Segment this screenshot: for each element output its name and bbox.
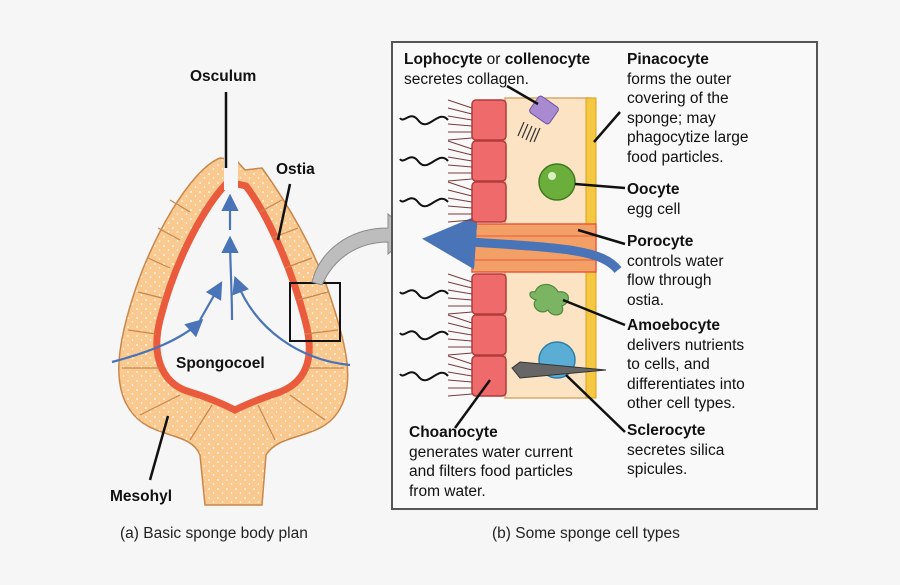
body-segments [122, 199, 344, 441]
mesohyl-label: Mesohyl [110, 488, 173, 505]
spongocoel-label: Spongocoel [176, 355, 265, 372]
pinacocyte-layer-upper [585, 97, 597, 227]
choanocyte-desc-2: and filters food particles [409, 463, 573, 480]
lophocyte-desc: secretes collagen. [404, 70, 529, 88]
pinacocyte-label: Pinacocyte forms the outer covering of t… [627, 50, 749, 167]
porocyte-name: Porocyte [627, 233, 694, 250]
sclerocyte-label: Sclerocyte secretes silica spicules. [627, 421, 724, 480]
pinacocyte-desc-2: covering of the [627, 90, 729, 107]
ostia-label: Ostia [276, 161, 315, 178]
choanocyte-desc-1: generates water current [409, 443, 573, 461]
caption-b: (b) Some sponge cell types [492, 525, 680, 542]
cell-types-panel [391, 41, 818, 510]
pinacocyte-desc-4: phagocytize large [627, 129, 749, 146]
choanocyte-desc-3: from water. [409, 482, 486, 500]
amoebocyte-desc-3: differentiates into [627, 375, 745, 393]
amoebocyte-desc-4: other cell types. [627, 395, 736, 412]
amoebocyte-desc-2: to cells, and [627, 356, 710, 373]
pinacocyte-desc-5: food particles. [627, 148, 724, 166]
sponge-body-plan [111, 92, 413, 506]
lophocyte-name: Lophocyte [404, 51, 483, 68]
oocyte-cell [538, 163, 576, 201]
amoebocyte-label: Amoebocyte delivers nutrients to cells, … [627, 316, 745, 414]
oocyte-desc: egg cell [627, 200, 681, 218]
amoebocyte-desc-1: delivers nutrients [627, 336, 745, 354]
osculum-label: Osculum [190, 68, 257, 85]
pinacocyte-desc-3: sponge; may [627, 109, 716, 127]
sclerocyte-name: Sclerocyte [627, 422, 706, 439]
collenocyte-name: collenocyte [504, 51, 591, 68]
choanocyte-name: Choanocyte [409, 424, 498, 441]
amoebocyte-cell [529, 283, 569, 316]
pinacocyte-desc-1: forms the outer [627, 70, 732, 88]
choanocyte-label: Choanocyte generates water current and f… [409, 423, 573, 501]
leader-lines [453, 84, 626, 433]
pinacocyte-layer-lower [585, 269, 597, 399]
water-flow-arrows [111, 193, 351, 367]
oocyte-label: Oocyte egg cell [627, 180, 680, 219]
pinacocyte-name: Pinacocyte [627, 51, 709, 68]
sclerocyte-desc-2: spicules. [627, 461, 688, 478]
choanocyte-collars [447, 99, 473, 397]
amoebocyte-name: Amoebocyte [627, 317, 721, 334]
oocyte-nucleus [548, 172, 556, 180]
osculum-opening [224, 150, 238, 190]
choanocyte-cells [471, 99, 507, 397]
lophocyte-or: or [482, 51, 505, 68]
spongocoel-cavity [153, 178, 313, 414]
porocyte-label: Porocyte controls water flow through ost… [627, 232, 723, 310]
silica-spicule [511, 361, 607, 379]
caption-a: (a) Basic sponge body plan [120, 525, 308, 542]
oocyte-name: Oocyte [627, 181, 680, 198]
porocyte-desc-3: ostia. [627, 291, 665, 309]
porocyte-water-arrow [422, 215, 622, 274]
sclerocyte-desc-1: secretes silica [627, 441, 725, 459]
porocyte-desc-2: flow through [627, 272, 712, 289]
porocyte-desc-1: controls water [627, 252, 724, 270]
choanocyte-flagella [399, 115, 449, 382]
lophocyte-label: Lophocyte or collenocyte secretes collag… [404, 50, 590, 89]
